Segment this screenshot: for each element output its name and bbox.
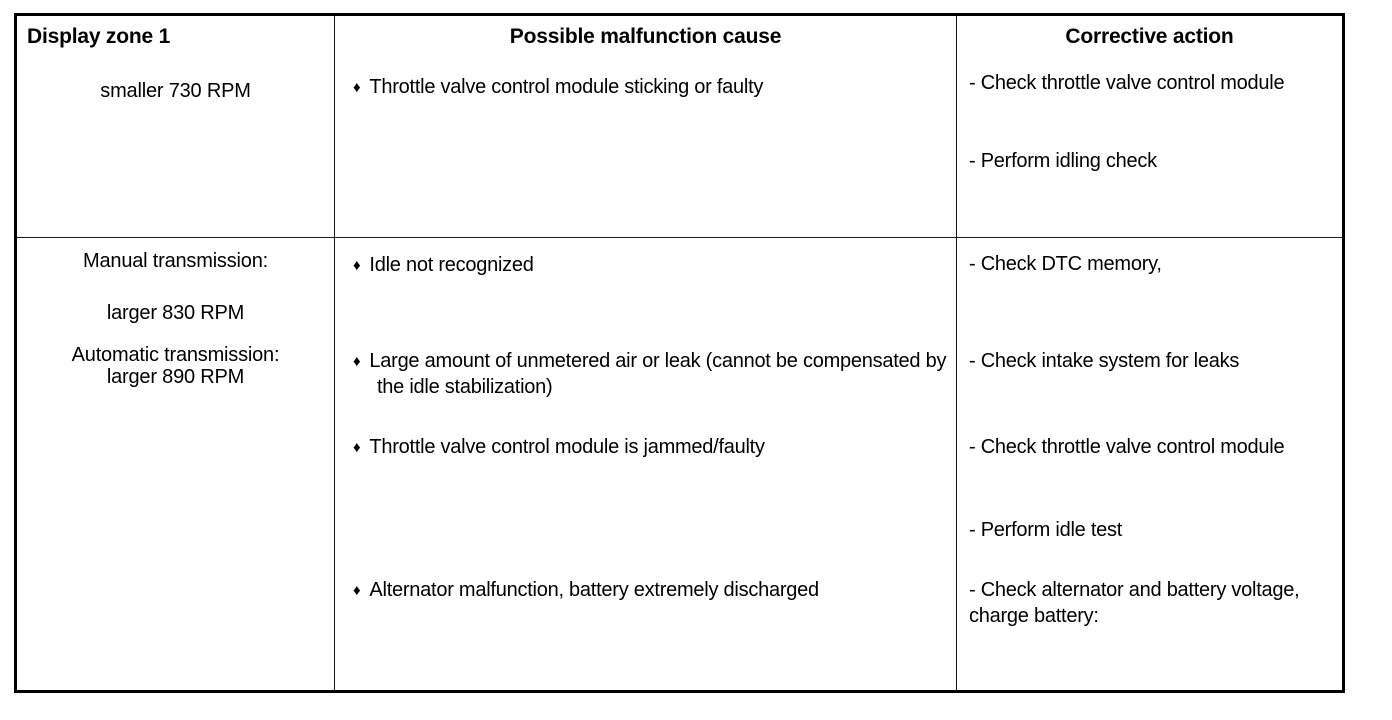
list-item: - Perform idling check — [969, 150, 1157, 172]
zone-line: Automatic transmission: larger 890 RPM — [71, 344, 280, 389]
list-item: ♦ Idle not recognized — [353, 253, 948, 279]
list-item: - Check DTC memory, — [969, 253, 1162, 275]
list-item: - Check throttle valve control module — [969, 436, 1285, 458]
action-cell-row2: - Check DTC memory, - Check intake syste… — [956, 237, 1344, 692]
zone-cell-row1: smaller 730 RPM — [15, 59, 335, 238]
list-item: ♦ Throttle valve control module is jammed… — [353, 435, 948, 461]
list-item: ♦ Throttle valve control module sticking … — [353, 75, 948, 101]
diamond-bullet-icon: ♦ — [353, 582, 361, 599]
list-item: - Check throttle valve control module — [969, 72, 1285, 94]
list-item: - Check intake system for leaks — [969, 350, 1240, 372]
list-item: - Perform idle test — [969, 519, 1123, 541]
table-header-row: Display zone 1 Possible malfunction caus… — [15, 14, 1344, 59]
cause-cell-row2: ♦ Idle not recognized ♦ Large amount of un… — [334, 237, 957, 692]
cause-text: Large amount of unmetered air or leak (c… — [369, 350, 947, 398]
diamond-bullet-icon: ♦ — [353, 353, 361, 370]
zone-value-row2-automatic: Automatic transmission: larger 890 RPM — [17, 344, 334, 389]
fault-diagnosis-table: Display zone 1 Possible malfunction caus… — [14, 13, 1345, 693]
zone-value-row1: smaller 730 RPM — [17, 80, 334, 102]
zone-line: larger 830 RPM — [106, 302, 245, 324]
cause-text: Throttle valve control module is jammed/… — [369, 436, 765, 458]
action-cell-row1: - Check throttle valve control module - … — [956, 59, 1344, 238]
zone-line: Manual transmission: — [83, 250, 268, 272]
zone-value-row2-manual-rpm: larger 830 RPM — [17, 302, 334, 324]
zone-line: smaller 730 RPM — [100, 80, 251, 102]
list-item: ♦ Alternator malfunction, battery extreme… — [353, 578, 948, 604]
cause-text: Idle not recognized — [369, 254, 534, 276]
header-possible-malfunction-cause: Possible malfunction cause — [334, 14, 957, 59]
table-row: Manual transmission: larger 830 RPM Auto… — [15, 237, 1344, 692]
cause-cell-row1: ♦ Throttle valve control module sticking … — [334, 59, 957, 238]
cause-text: Throttle valve control module sticking o… — [369, 76, 764, 98]
list-item: - Check alternator and battery voltage, … — [969, 579, 1300, 627]
diamond-bullet-icon: ♦ — [353, 257, 361, 274]
table-row: smaller 730 RPM ♦ Throttle valve control … — [15, 59, 1344, 238]
cause-text: Alternator malfunction, battery extremel… — [369, 579, 819, 601]
zone-cell-row2: Manual transmission: larger 830 RPM Auto… — [15, 237, 335, 692]
header-display-zone: Display zone 1 — [15, 14, 335, 59]
diamond-bullet-icon: ♦ — [353, 79, 361, 96]
list-item: ♦ Large amount of unmetered air or leak (… — [353, 349, 948, 400]
diamond-bullet-icon: ♦ — [353, 439, 361, 456]
header-corrective-action: Corrective action — [956, 14, 1344, 59]
zone-value-row2-manual: Manual transmission: — [17, 250, 334, 272]
